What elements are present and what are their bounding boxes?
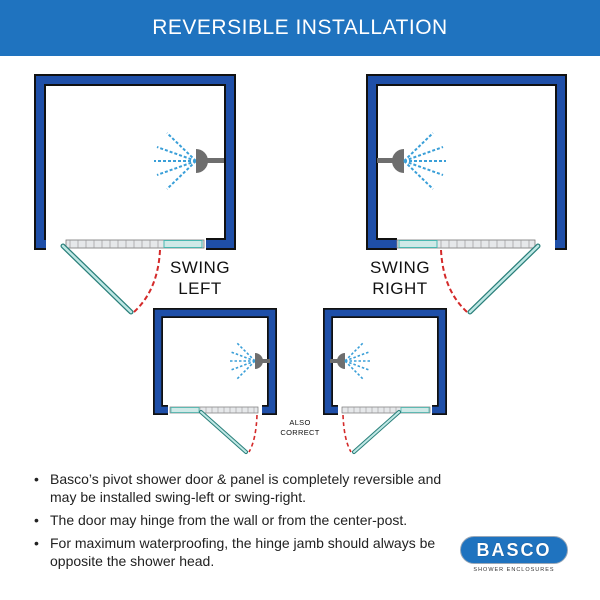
banner: REVERSIBLE INSTALLATION — [0, 0, 600, 56]
swing-arc — [342, 414, 352, 453]
also-correct-label: ALSO CORRECT — [272, 418, 328, 438]
swing-arc — [133, 249, 161, 313]
swing-right-label: SWING RIGHT — [360, 257, 440, 299]
water-spray-icon — [344, 342, 371, 380]
door-glass — [199, 410, 248, 454]
door-glass — [352, 410, 401, 454]
note-text: The door may hinge from the wall or from… — [50, 512, 408, 528]
water-spray-icon — [403, 132, 446, 190]
also-correct-line-2: CORRECT — [280, 428, 320, 437]
bullet-icon: • — [34, 535, 39, 551]
door-glass — [60, 243, 134, 315]
enclosure-alt-left — [153, 308, 277, 454]
shower-head-icon — [330, 353, 345, 369]
swing-arc — [440, 249, 468, 313]
door-glass — [467, 243, 541, 315]
also-correct-line-1: ALSO — [289, 418, 311, 427]
basco-logo: BASCO SHOWER ENCLOSURES — [460, 536, 570, 580]
swing-right-line-1: SWING — [369, 258, 431, 277]
note-item: • The door may hinge from the wall or fro… — [34, 511, 454, 529]
water-spray-icon — [229, 342, 256, 380]
note-text: Basco’s pivot shower door & panel is com… — [50, 471, 442, 505]
installation-notes: • Basco’s pivot shower door & panel is co… — [34, 470, 454, 575]
logo-name: BASCO — [476, 539, 552, 560]
installation-diagram — [34, 74, 567, 454]
note-item: • Basco’s pivot shower door & panel is co… — [34, 470, 454, 506]
swing-left-line-1: SWING — [169, 258, 231, 277]
bullet-icon: • — [34, 471, 39, 487]
shower-head-icon — [196, 149, 224, 173]
fixed-panel — [341, 406, 431, 414]
logo-tagline: SHOWER ENCLOSURES — [473, 567, 555, 573]
fixed-panel — [396, 239, 536, 249]
enclosure-swing-left — [34, 74, 236, 315]
enclosure-alt-right — [323, 308, 447, 454]
logo-badge: BASCO — [460, 536, 568, 564]
bullet-icon: • — [34, 512, 39, 528]
swing-left-label: SWING LEFT — [160, 257, 240, 299]
fixed-panel — [65, 239, 205, 249]
banner-title: REVERSIBLE INSTALLATION — [152, 16, 448, 39]
fixed-panel — [169, 406, 259, 414]
shower-head-icon — [255, 353, 270, 369]
enclosure-swing-right — [366, 74, 567, 315]
note-item: • For maximum waterproofing, the hinge ja… — [34, 534, 454, 570]
swing-arc — [248, 414, 258, 453]
water-spray-icon — [154, 132, 197, 190]
swing-right-line-2: RIGHT — [372, 279, 428, 298]
shower-head-icon — [377, 149, 404, 173]
note-text: For maximum waterproofing, the hinge jam… — [50, 535, 436, 569]
swing-left-line-2: LEFT — [178, 279, 222, 298]
